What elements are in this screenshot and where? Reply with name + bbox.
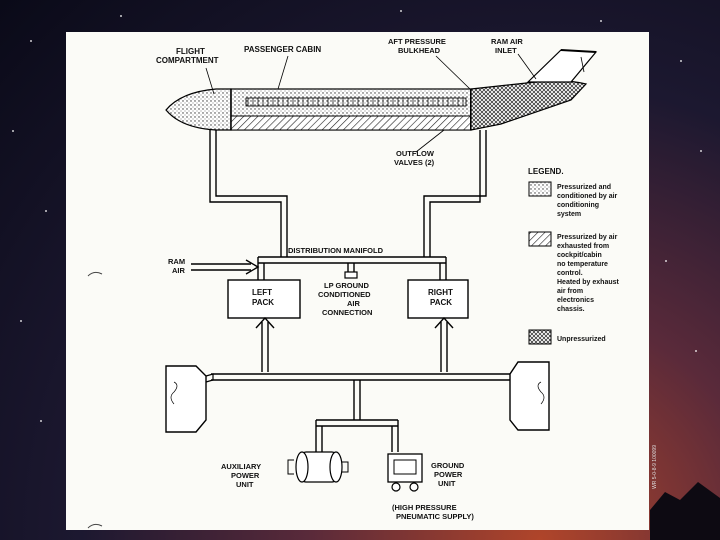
pack-supply-lines [211, 316, 511, 452]
label-right-pack: RIGHT PACK [428, 288, 455, 307]
label-distribution-manifold: DISTRIBUTION MANIFOLD [288, 246, 384, 255]
label-ram-air-inlet: RAM AIR INLET [491, 37, 525, 55]
diagram-page: FLIGHT COMPARTMENT PASSENGER CABIN AFT P… [66, 32, 649, 530]
apu-unit [287, 451, 349, 483]
leader-lines [205, 53, 537, 153]
legend-entry-exhausted: Pressurized by air exhausted from cockpi… [557, 234, 621, 313]
legend-entry-conditioned: Pressurized and conditioned by air condi… [557, 184, 619, 218]
binder-hole-mark [87, 523, 103, 529]
binder-hole-mark [87, 271, 103, 277]
label-outflow-valves: OUTFLOW VALVES (2) [394, 149, 436, 167]
legend-swatch-exhausted [528, 231, 552, 247]
right-engine [509, 361, 550, 431]
legend-swatch-conditioned [528, 181, 552, 197]
ram-air-arrows [191, 259, 260, 275]
label-apu: AUXILIARY POWER UNIT [221, 462, 263, 489]
left-pack-box [227, 279, 301, 319]
legend-swatch-unpressurized [528, 329, 552, 345]
label-ram-air: RAM AIR [168, 257, 187, 275]
legend-title: LEGEND. [528, 167, 564, 176]
air-ducts [209, 130, 487, 280]
legend-entry-unpressurized: Unpressurized [557, 336, 606, 343]
side-reference-number: WR 5-0-8-9 100099 [652, 445, 658, 489]
label-ground-power-unit: GROUND POWER UNIT [431, 461, 466, 488]
aircraft-fuselage [165, 49, 598, 131]
ground-power-cart [387, 453, 423, 492]
label-aft-pressure-bulkhead: AFT PRESSURE BULKHEAD [388, 37, 448, 55]
label-high-pressure-supply: (HIGH PRESSURE PNEUMATIC SUPPLY) [392, 503, 474, 521]
mountain-silhouette [650, 482, 720, 540]
label-flight-compartment: FLIGHT COMPARTMENT [156, 47, 219, 65]
right-pack-box [407, 279, 469, 319]
label-left-pack: LEFT PACK [252, 288, 274, 307]
legend: LEGEND. Pressurized and conditioned by a… [528, 167, 621, 345]
lp-ground-connection-cap [344, 271, 358, 279]
label-lp-ground-connection: LP GROUND CONDITIONED AIR CONNECTION [318, 281, 373, 317]
left-engine [165, 365, 214, 433]
label-passenger-cabin: PASSENGER CABIN [244, 45, 321, 54]
pneumatic-system-diagram: FLIGHT COMPARTMENT PASSENGER CABIN AFT P… [87, 37, 621, 529]
